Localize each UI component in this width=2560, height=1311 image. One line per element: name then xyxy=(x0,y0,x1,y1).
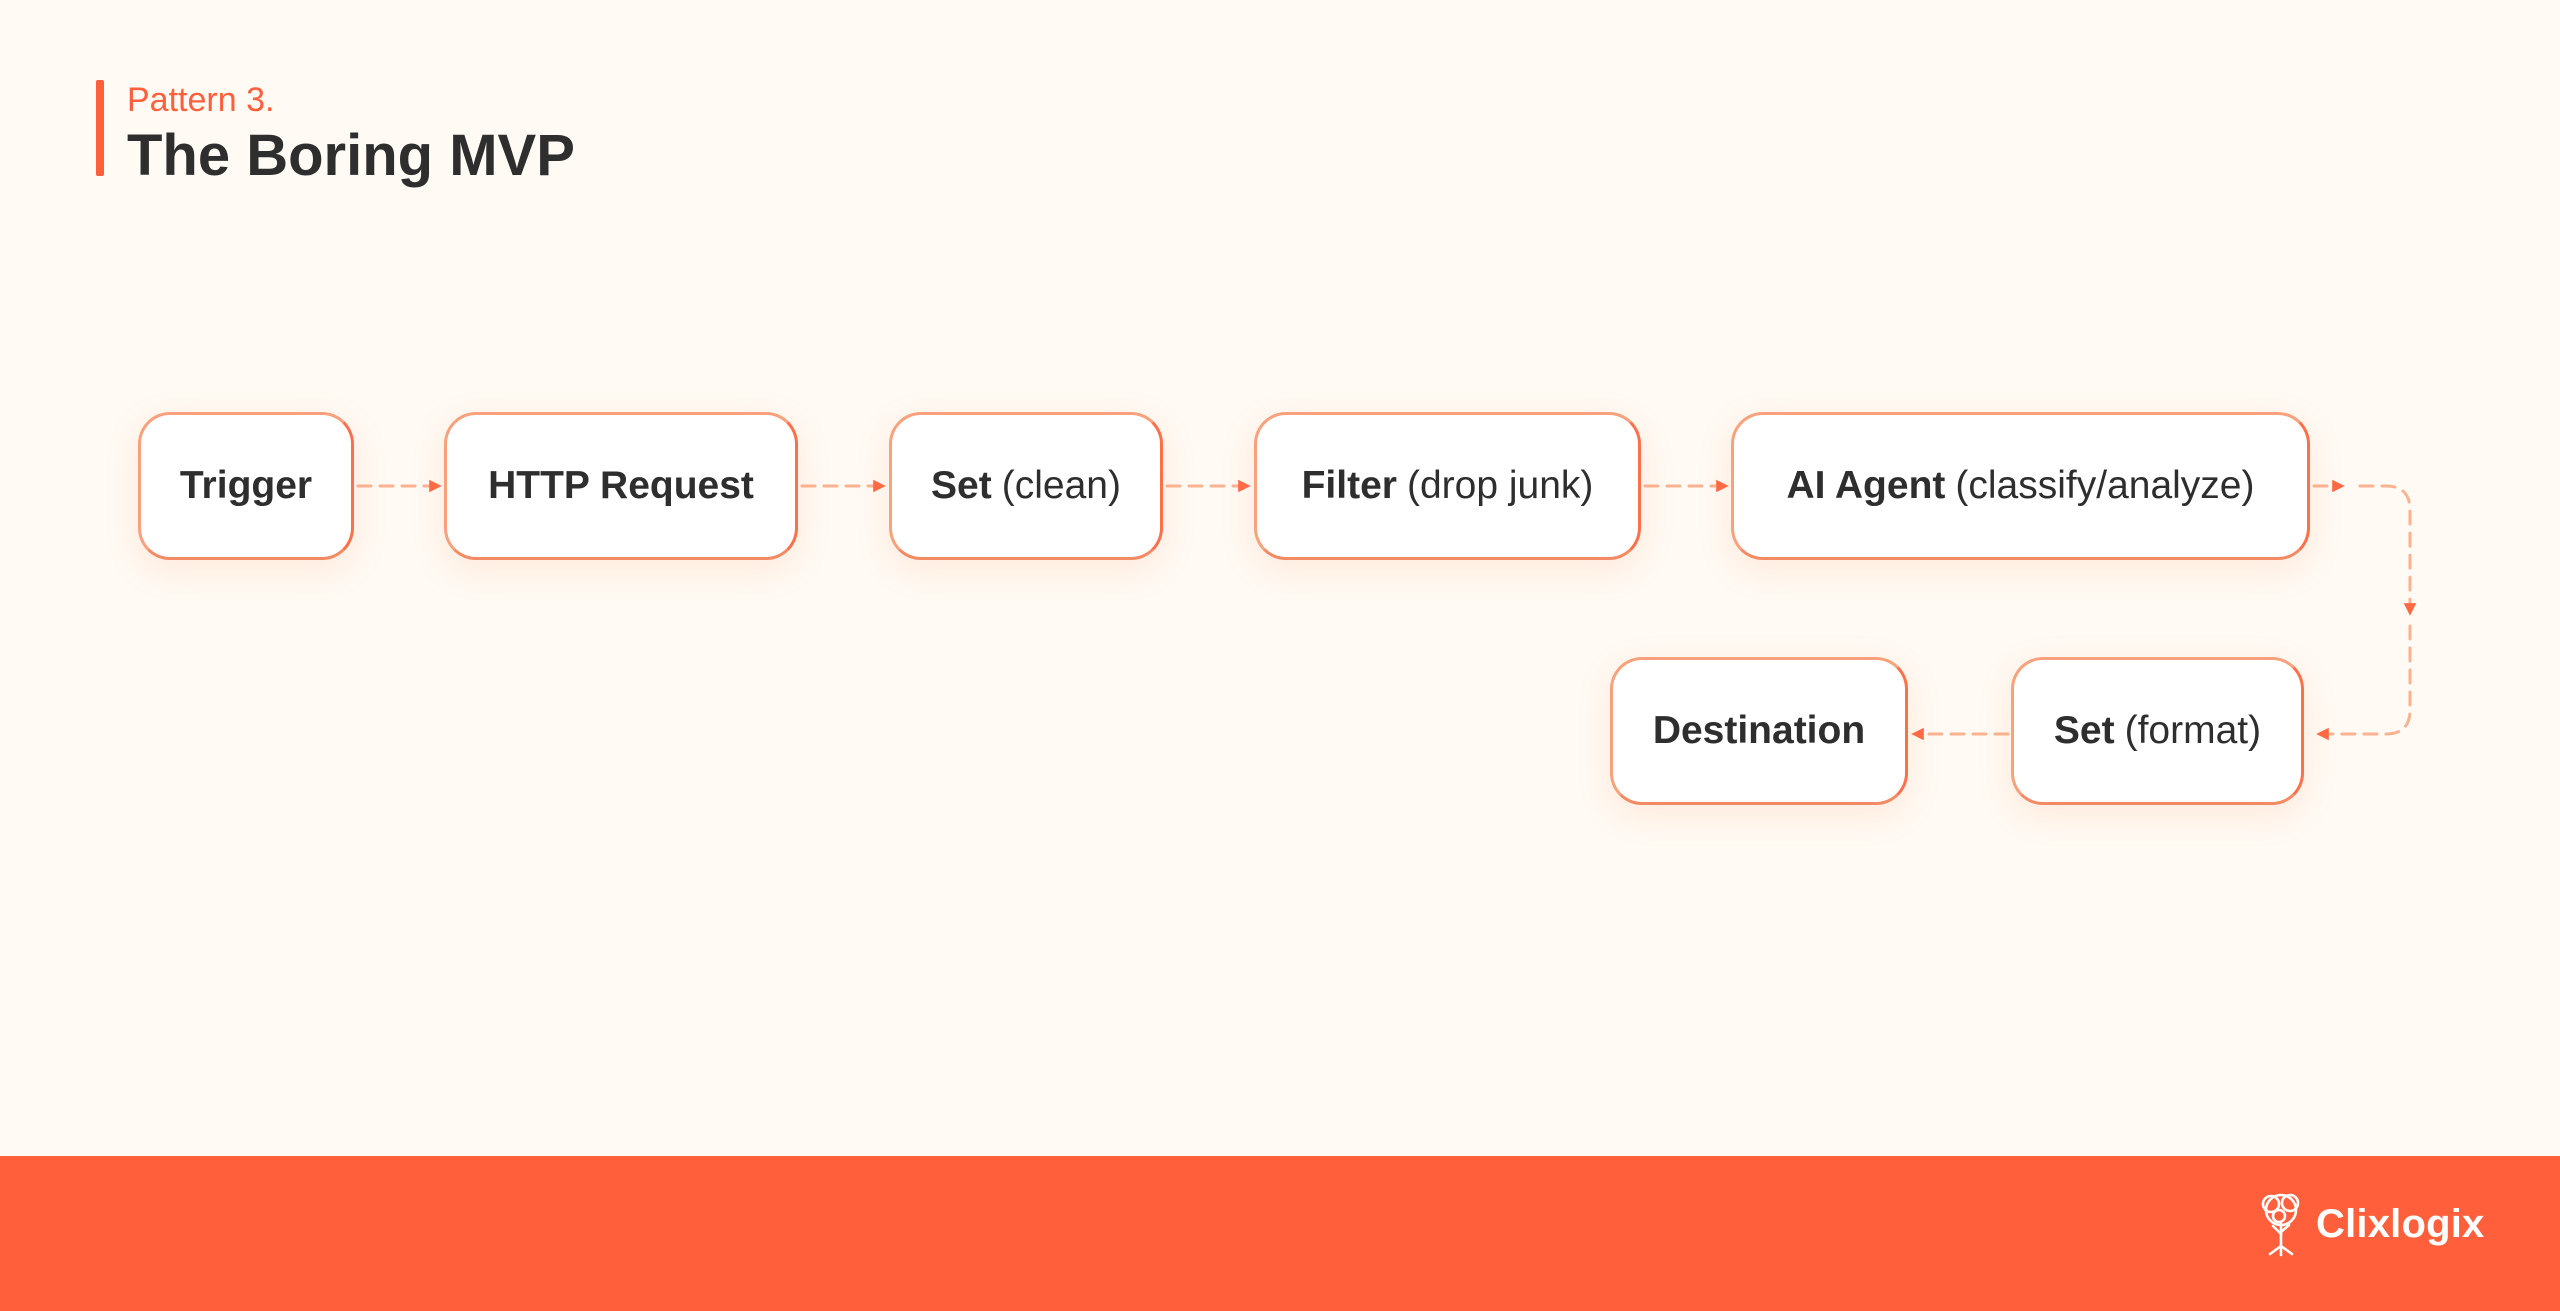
node-trigger-label: Trigger xyxy=(179,464,313,507)
node-set-format-detail: (format) xyxy=(2124,709,2262,752)
node-set-clean: Set (clean) xyxy=(889,412,1163,560)
node-filter-detail: (drop junk) xyxy=(1406,464,1594,507)
brand-name: Clixlogix xyxy=(2316,1201,2485,1246)
node-ai-agent-label: AI Agent xyxy=(1786,464,1946,507)
node-set-format: Set (format) xyxy=(2011,657,2304,805)
node-http-request-label: HTTP Request xyxy=(488,464,754,507)
accent-bar xyxy=(96,80,104,176)
node-trigger: Trigger xyxy=(138,412,354,560)
node-destination-label: Destination xyxy=(1652,709,1866,752)
footer-band xyxy=(0,1156,2560,1311)
page-title: The Boring MVP xyxy=(127,123,575,188)
node-http-request: HTTP Request xyxy=(444,412,798,560)
brand-logo: Clixlogix xyxy=(2252,1188,2485,1260)
node-destination: Destination xyxy=(1610,657,1908,805)
pattern-label: Pattern 3. xyxy=(127,81,275,119)
node-set-clean-detail: (clean) xyxy=(1001,464,1121,507)
node-set-clean-label: Set xyxy=(931,464,992,507)
node-ai-agent: AI Agent (classify/analyze) xyxy=(1731,412,2310,560)
node-ai-agent-detail: (classify/analyze) xyxy=(1955,464,2255,507)
edge-ai-agent-to-set-format-route xyxy=(2358,484,2417,616)
edge-ai-agent-to-set-format-route-2 xyxy=(2316,624,2412,741)
tree-icon xyxy=(2261,1193,2300,1257)
node-filter-label: Filter xyxy=(1301,464,1397,507)
node-set-format-label: Set xyxy=(2053,709,2115,752)
node-filter: Filter (drop junk) xyxy=(1254,412,1641,560)
